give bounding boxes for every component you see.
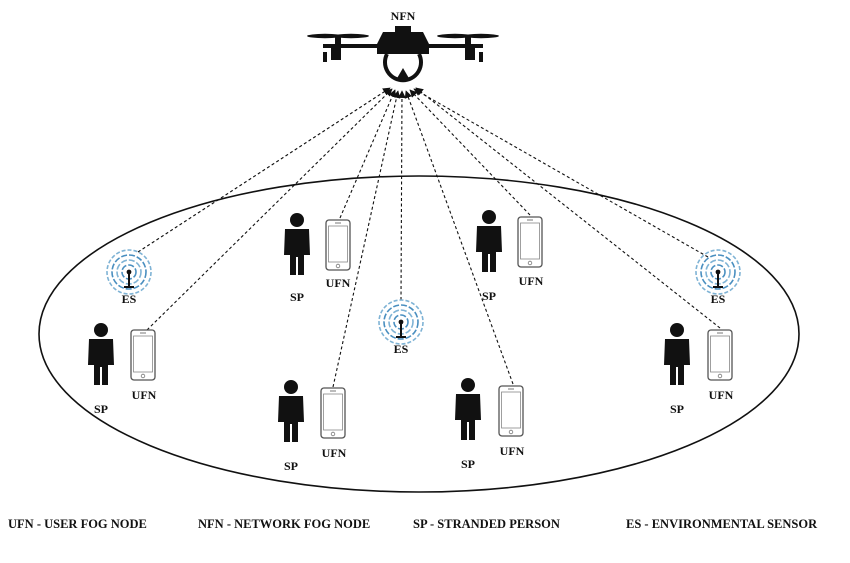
drone-label: NFN xyxy=(391,9,416,23)
phone-icon xyxy=(325,219,351,271)
legend-ufn: UFN - USER FOG NODE xyxy=(8,517,147,531)
environmental-sensor-icon xyxy=(695,249,741,295)
person-label-4: SP xyxy=(284,459,298,473)
stranded-person-icon xyxy=(88,323,114,385)
phone-icon xyxy=(707,329,733,381)
environmental-sensor-icon xyxy=(106,249,152,295)
legend-nfn: NFN - NETWORK FOG NODE xyxy=(198,517,371,531)
link-es-center xyxy=(398,90,406,301)
link-es-left xyxy=(137,87,391,253)
person-label-3: SP xyxy=(670,402,684,416)
stranded-person-icon xyxy=(476,210,502,272)
stranded-person-icon xyxy=(278,380,304,442)
phone-icon xyxy=(130,329,156,381)
connection-links xyxy=(137,87,721,388)
stranded-person-icon xyxy=(664,323,690,385)
phone-label-2: UFN xyxy=(519,274,544,288)
phone-label-1: UFN xyxy=(132,388,157,402)
link-ufn-lower-right xyxy=(404,90,514,385)
nodes-layer: ES ES ES SP UFN SP UFN SP UFN SP UFN SP UFN SP UFN xyxy=(88,210,741,473)
sensor-label-1: ES xyxy=(394,342,409,356)
drone-icon xyxy=(307,26,499,83)
environmental-sensor-icon xyxy=(378,299,424,345)
link-ufn-upper-left xyxy=(339,89,396,219)
stranded-person-icon xyxy=(284,213,310,275)
link-ufn-left xyxy=(146,88,393,331)
phone-icon xyxy=(320,387,346,439)
stranded-person-icon xyxy=(455,378,481,440)
person-label-2: SP xyxy=(482,289,496,303)
phone-label-3: UFN xyxy=(709,388,734,402)
phone-icon xyxy=(498,385,524,437)
legend-es: ES - ENVIRONMENTAL SENSOR xyxy=(626,517,818,531)
person-label-5: SP xyxy=(461,457,475,471)
phone-label-0: UFN xyxy=(326,276,351,290)
coverage-area-ellipse xyxy=(38,175,800,493)
legend-sp: SP - STRANDED PERSON xyxy=(413,517,560,531)
sensor-label-2: ES xyxy=(711,292,726,306)
phone-icon xyxy=(517,216,543,268)
person-label-1: SP xyxy=(94,402,108,416)
phone-label-4: UFN xyxy=(322,446,347,460)
phone-label-5: UFN xyxy=(500,444,525,458)
link-es-right xyxy=(413,88,709,258)
link-ufn-upper-right xyxy=(409,89,531,216)
person-label-0: SP xyxy=(290,290,304,304)
sensor-label-0: ES xyxy=(122,292,137,306)
link-ufn-right xyxy=(415,87,721,329)
link-ufn-lower-left xyxy=(332,90,401,388)
